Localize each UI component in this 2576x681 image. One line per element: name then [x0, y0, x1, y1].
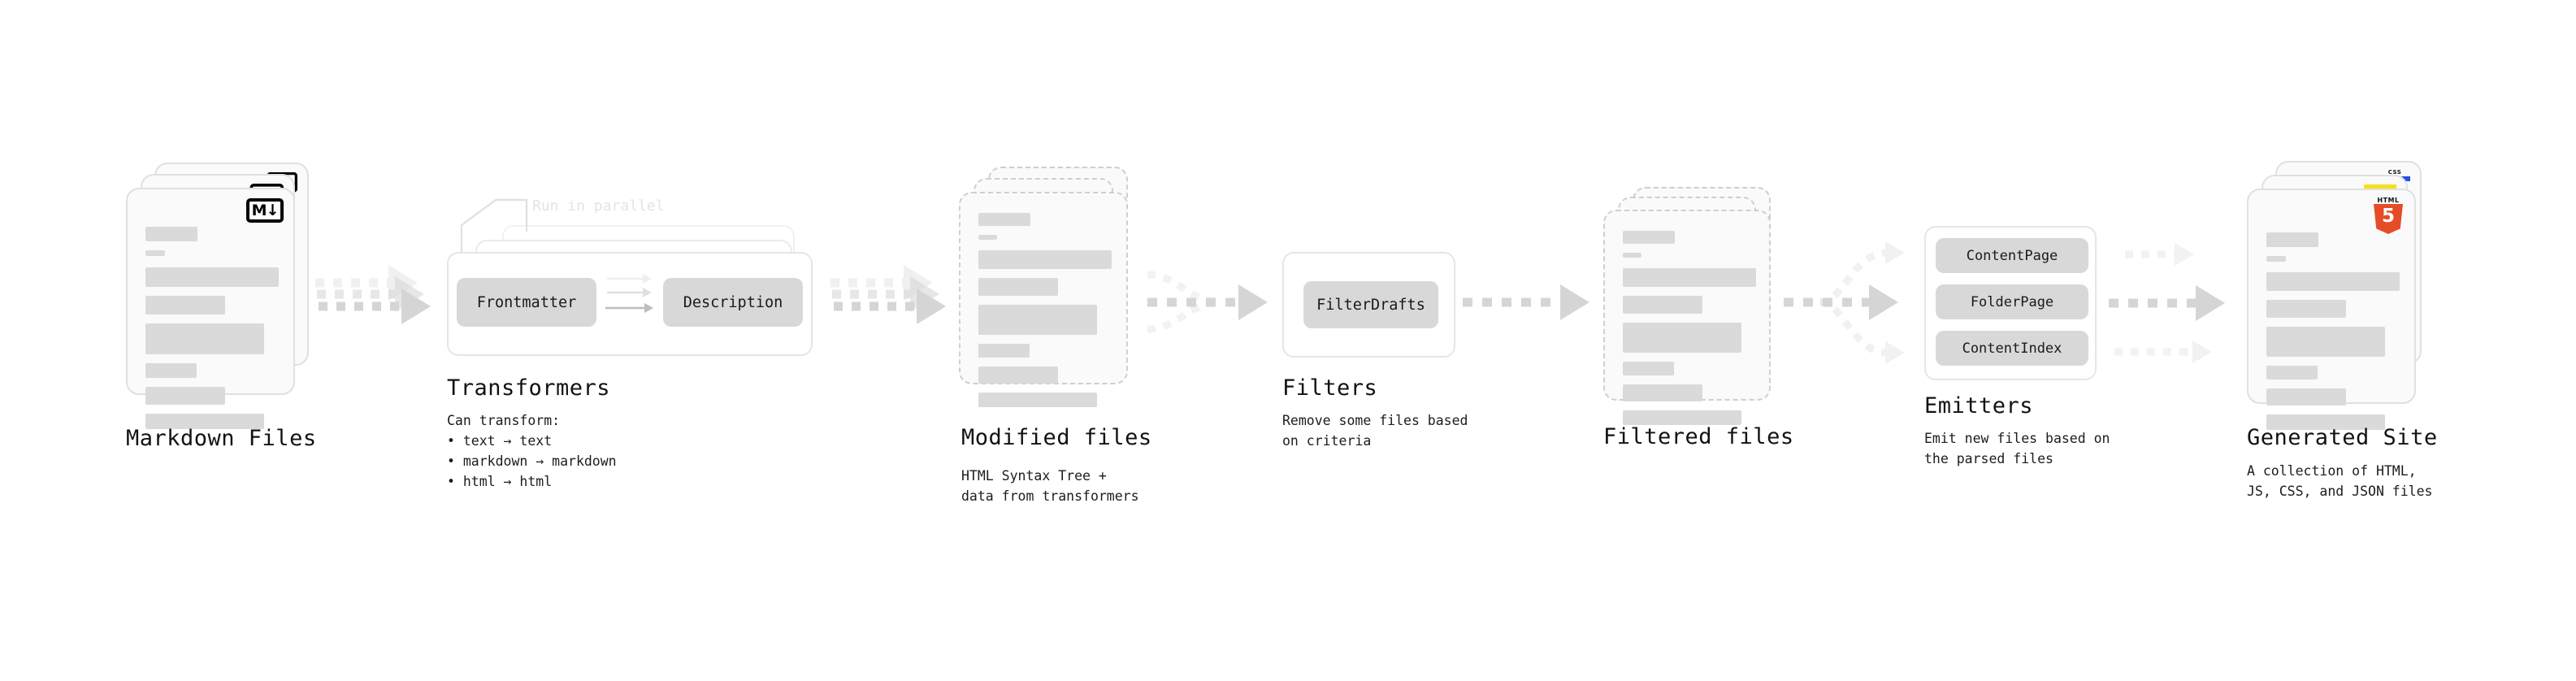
markdown-badge-front: M↓ — [246, 198, 284, 223]
content-bar — [145, 363, 197, 378]
content-bar — [145, 296, 225, 314]
html5-badge: HTML 5 — [2372, 197, 2405, 234]
generated-site-stack: CSS HTML 5 — [2247, 161, 2442, 430]
stage-desc-modified-files: HTML Syntax Tree + data from transformer… — [961, 468, 1139, 504]
emitters-box[interactable]: ContentPage FolderPage ContentIndex — [1924, 226, 2097, 380]
modified-files-stack — [959, 167, 1146, 427]
content-bar — [1623, 410, 1741, 425]
content-bar — [1623, 268, 1756, 287]
filtered-card-front[interactable] — [1603, 210, 1771, 425]
emitter-pill-folderpage[interactable]: FolderPage — [1936, 284, 2088, 319]
content-bar — [145, 387, 225, 405]
emitter-pill-contentpage[interactable]: ContentPage — [1936, 238, 2088, 273]
content-bar — [2266, 327, 2385, 357]
content-bar — [1623, 384, 1702, 401]
content-bar — [2266, 414, 2385, 430]
connector-emitters-to-site — [2109, 243, 2225, 363]
filtered-card-content — [1623, 231, 1756, 434]
stage-title-emitters: Emitters — [1924, 393, 2034, 419]
content-bar — [145, 267, 279, 287]
markdown-files-stack: M↓ M↓ M↓ — [126, 163, 313, 429]
html5-shield-icon: 5 — [2374, 204, 2403, 234]
stage-title-transformers: Transformers — [447, 375, 611, 401]
content-bar — [978, 250, 1112, 269]
modified-card-front[interactable] — [959, 192, 1128, 407]
markdown-card-front[interactable]: M↓ — [126, 188, 295, 429]
content-bar — [978, 235, 997, 240]
content-bar — [978, 305, 1097, 335]
content-bar — [2266, 388, 2346, 406]
content-bar — [1623, 362, 1674, 375]
filter-pill-filterdrafts[interactable]: FilterDrafts — [1303, 281, 1438, 328]
connector-markdown-to-transformers — [315, 265, 431, 324]
stage-title-filtered-files: Filtered files — [1603, 424, 1794, 449]
content-bar — [978, 367, 1058, 384]
transformers-stack: F D F D Frontmatter Description — [447, 207, 829, 370]
filters-box[interactable]: FilterDrafts — [1282, 252, 1455, 358]
filtered-files-stack — [1603, 187, 1790, 431]
content-bar — [145, 414, 264, 429]
content-bar — [145, 227, 197, 241]
connector-transformers-to-modified — [830, 265, 946, 324]
transformer-pill-description[interactable]: Description — [663, 278, 803, 327]
html5-label: HTML — [2377, 197, 2400, 204]
stage-desc-filters: Remove some files based on criteria — [1282, 413, 1468, 449]
stage-title-filters: Filters — [1282, 375, 1378, 401]
content-bar — [978, 213, 1030, 226]
content-bar — [145, 323, 264, 354]
generated-card-content — [2266, 232, 2400, 439]
content-bar — [978, 344, 1030, 358]
content-bar — [2266, 256, 2286, 262]
content-bar — [1623, 231, 1675, 244]
content-bar — [2266, 272, 2400, 291]
content-bar — [978, 393, 1097, 407]
modified-card-content — [978, 213, 1112, 416]
css-label: CSS — [2387, 169, 2402, 176]
stage-title-generated-site: Generated Site — [2247, 425, 2438, 450]
stage-desc-transformers: Can transform: • text → text • markdown … — [447, 413, 617, 489]
transformer-pill-frontmatter[interactable]: Frontmatter — [457, 278, 596, 327]
content-bar — [978, 278, 1058, 296]
stage-title-modified-files: Modified files — [961, 425, 1152, 450]
markdown-card-content — [145, 227, 279, 438]
content-bar — [1623, 323, 1741, 353]
content-bar — [2266, 232, 2318, 247]
content-bar — [145, 250, 165, 256]
run-in-parallel-annotation: Run in parallel — [532, 197, 665, 215]
content-bar — [1623, 253, 1641, 258]
stage-desc-emitters: Emit new files based on the parsed files — [1924, 431, 2110, 466]
emitter-pill-contentindex[interactable]: ContentIndex — [1936, 331, 2088, 366]
content-bar — [2266, 366, 2318, 380]
connector-modified-to-filters — [1147, 271, 1268, 333]
content-bar — [2266, 300, 2346, 318]
stage-desc-generated-site: A collection of HTML, JS, CSS, and JSON … — [2247, 463, 2433, 499]
connector-filtered-to-emitters — [1784, 241, 1905, 364]
connector-filters-to-filtered — [1463, 284, 1589, 320]
content-bar — [1623, 296, 1702, 314]
transformer-box-front[interactable]: Frontmatter Description — [447, 252, 813, 356]
generated-card-html[interactable]: HTML 5 — [2247, 189, 2416, 430]
stage-title-markdown-files: Markdown Files — [126, 426, 317, 451]
